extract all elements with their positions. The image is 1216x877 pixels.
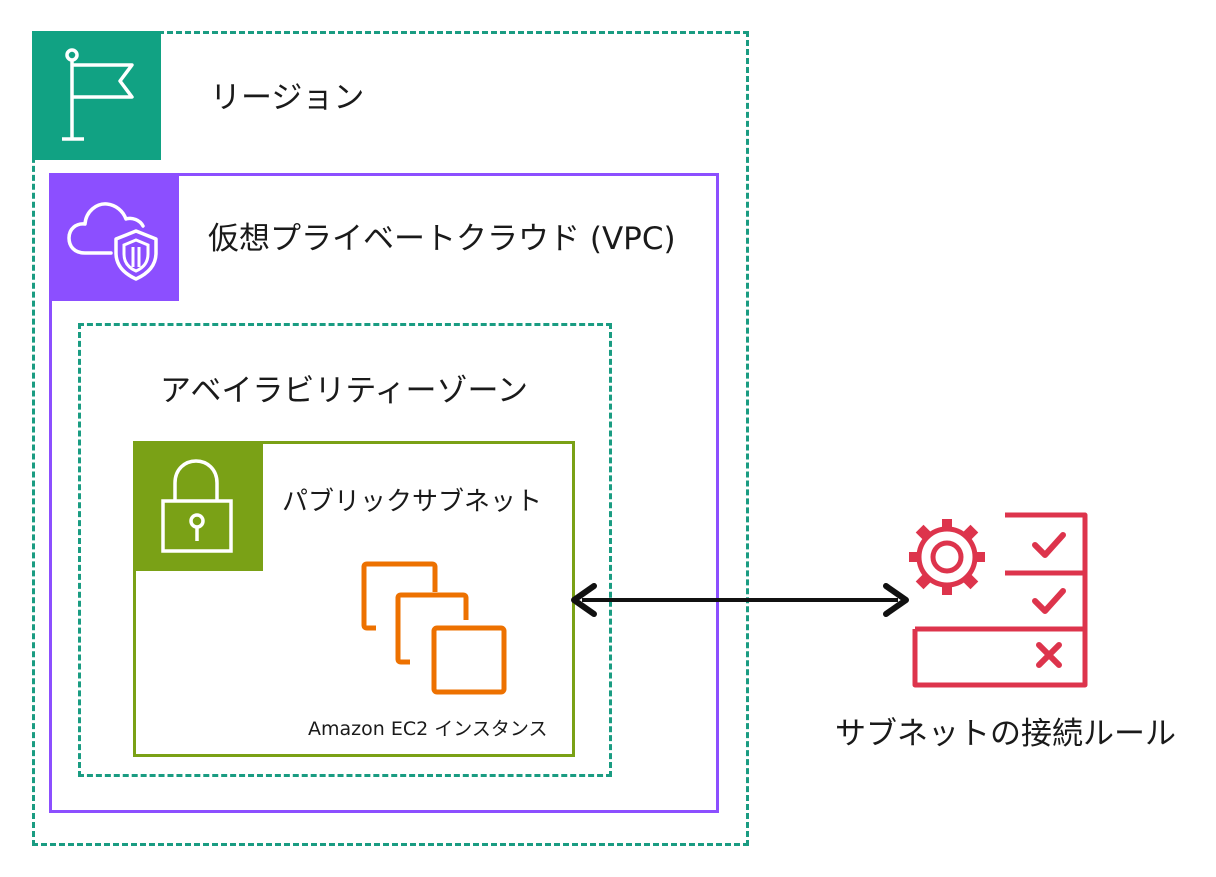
cloud-shield-icon [49,173,179,301]
region-container [32,31,749,846]
lock-icon [133,441,263,571]
public-subnet-label: パブリックサブネット [282,487,543,517]
vpc-label: 仮想プライベートクラウド (VPC) [208,221,676,257]
network-rules-icon [905,505,1095,695]
region-label: リージョン [210,80,365,116]
flag-icon [32,31,161,160]
availability-zone-label: アベイラビリティーゾーン [160,373,528,409]
ec2-instance-label: Amazon EC2 インスタンス [308,718,548,740]
subnet-rules-label: サブネットの接続ルール [835,716,1176,752]
ec2-instances-icon [360,560,510,700]
availability-zone-container [78,323,612,777]
bidirectional-arrow [560,570,920,630]
vpc-container [49,173,719,813]
